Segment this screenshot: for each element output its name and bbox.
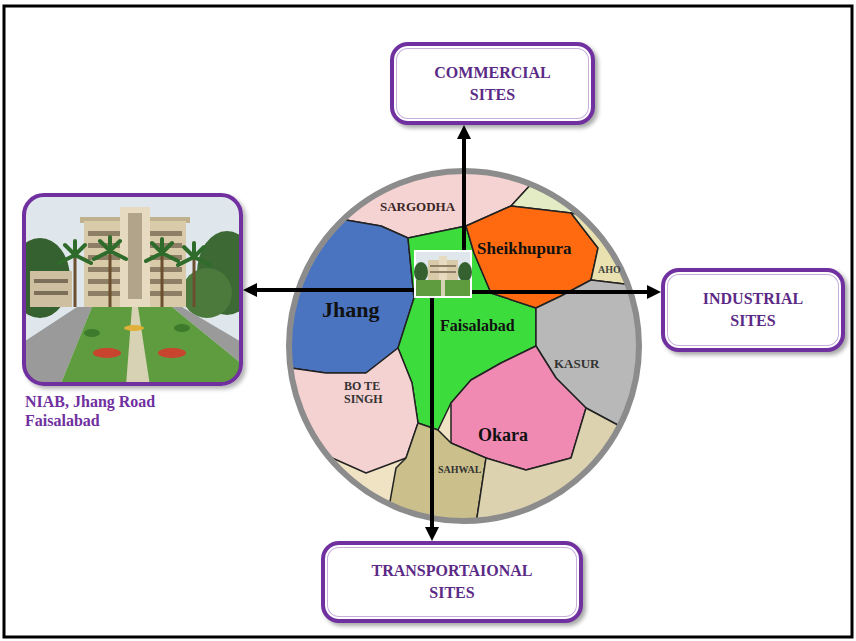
label-slot: Okara xyxy=(478,426,528,446)
photo-caption: NIAB, Jhang Road Faisalabad xyxy=(25,392,185,430)
district-name: Sheikhupura xyxy=(477,240,572,259)
label-slot: SAHWAL xyxy=(438,464,481,475)
site-label: COMMERCIAL SITES xyxy=(428,62,558,105)
site-box: INDUSTRIAL SITES xyxy=(661,268,845,352)
frame-border xyxy=(4,6,852,637)
site-box: COMMERCIAL SITES xyxy=(390,42,595,125)
district-name: Faisalabad xyxy=(440,317,515,335)
label-slot: Sheikhupura xyxy=(477,240,572,259)
arrow-connector xyxy=(472,290,647,294)
label-slot: AHO xyxy=(598,264,621,275)
arrow-connector xyxy=(462,139,466,250)
niab-photo xyxy=(10,193,257,386)
label-slot: Jhang xyxy=(322,298,379,322)
site-label: TRANSPORTAIONAL SITES xyxy=(362,560,542,603)
district-name: SAHWAL xyxy=(438,464,481,475)
site-box: TRANSPORTAIONAL SITES xyxy=(321,541,583,623)
niab-thumbnail xyxy=(414,250,472,298)
label-slot: Faisalabad xyxy=(440,317,515,335)
photo-frame: NIAB, Jhang Road Faisalabad xyxy=(22,193,243,386)
district-name: Okara xyxy=(478,426,528,446)
label-slot: SARGODHA xyxy=(380,200,455,214)
caption-slot: NIAB, Jhang Road Faisalabad xyxy=(25,392,185,430)
district-name: BO TE SINGH xyxy=(344,380,394,406)
site-label: INDUSTRIAL SITES xyxy=(688,288,818,331)
district-name: Jhang xyxy=(322,298,379,322)
arrow-connector xyxy=(257,288,414,292)
arrow-connector xyxy=(430,298,434,527)
district-name: SARGODHA xyxy=(380,200,455,214)
district-map: SARGODHA SheikhupuraJhangFaisalabad AHO KAS… xyxy=(286,168,642,524)
district-name: AHO xyxy=(598,264,621,275)
district-name: KASUR xyxy=(554,357,600,371)
label-slot: KASUR xyxy=(554,357,600,371)
label-slot: BO TE SINGH xyxy=(344,380,394,406)
